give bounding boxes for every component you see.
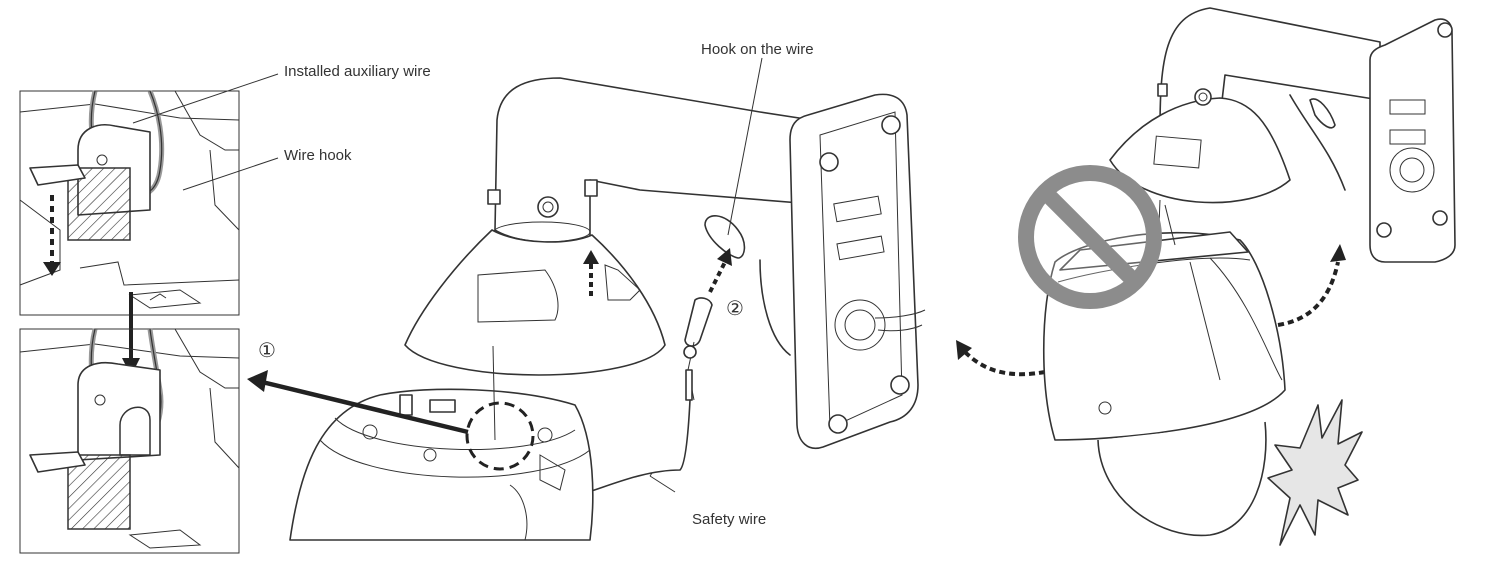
safety-wire-label: Safety wire <box>692 511 767 528</box>
incorrect-installation-illustration <box>956 7 1456 546</box>
installed-aux-wire-label: Installed auxiliary wire <box>284 63 431 80</box>
wire-hook-label: Wire hook <box>284 147 352 164</box>
camera-with-mount-illustration <box>247 77 926 541</box>
detail-panel-bottom <box>19 328 240 554</box>
prohibited-icon <box>1018 165 1162 309</box>
leader-lines <box>132 57 763 493</box>
impact-burst-icon <box>1267 399 1363 546</box>
step-2-marker: ② <box>726 296 744 320</box>
step-1-marker: ① <box>258 338 276 362</box>
hook-on-wire-label: Hook on the wire <box>701 41 814 58</box>
detail-panel-top <box>19 90 240 316</box>
